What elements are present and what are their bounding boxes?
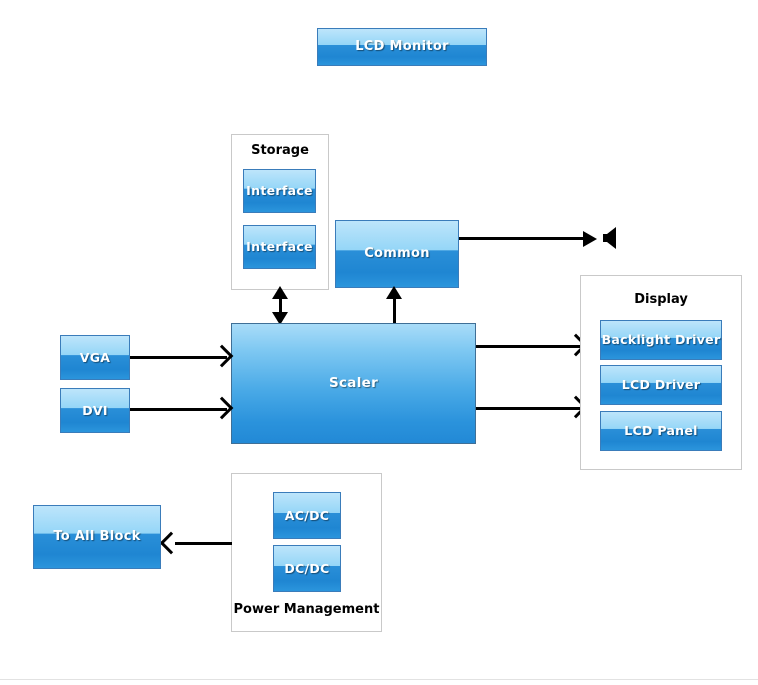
storage-interface-block-1[interactable]: Interface: [243, 169, 316, 213]
power-management-group-title: Power Management: [233, 602, 380, 617]
dvi-to-scaler-arrowhead: [210, 396, 234, 420]
common-to-audio-arrowhead: [583, 231, 597, 247]
storage-interface-block-2[interactable]: Interface: [243, 225, 316, 269]
to-all-block[interactable]: To All Block: [33, 505, 161, 569]
ac-dc-block[interactable]: AC/DC: [273, 492, 341, 539]
storage-interface-label-2: Interface: [246, 239, 313, 254]
to-all-block-label: To All Block: [53, 528, 141, 544]
common-block[interactable]: Common: [335, 220, 459, 288]
lcd-driver-label: LCD Driver: [621, 377, 701, 392]
lcd-driver-block[interactable]: LCD Driver: [600, 365, 722, 405]
common-to-audio-line: [459, 237, 587, 240]
vga-to-scaler-line: [130, 356, 227, 359]
storage-scaler-arrowhead-up: [272, 286, 288, 299]
common-label: Common: [364, 245, 430, 261]
vga-input-block[interactable]: VGA: [60, 335, 130, 380]
power-to-all-block-line: [175, 542, 232, 545]
power-to-all-block-arrowhead: [159, 531, 183, 555]
scaler-label: Scaler: [328, 374, 379, 391]
lcd-monitor-block[interactable]: LCD Monitor: [317, 28, 487, 66]
display-group-title: Display: [634, 292, 688, 307]
dc-dc-label: DC/DC: [284, 560, 330, 576]
speaker-icon: [602, 224, 620, 252]
ac-dc-label: AC/DC: [284, 507, 330, 523]
storage-scaler-line: [279, 292, 282, 322]
dvi-label: DVI: [82, 402, 108, 418]
dvi-input-block[interactable]: DVI: [60, 388, 130, 433]
backlight-driver-block[interactable]: Backlight Driver: [600, 320, 722, 360]
scaler-to-common-arrowhead: [386, 286, 402, 299]
scaler-to-backlight-line: [476, 345, 580, 348]
vga-label: VGA: [79, 349, 111, 365]
dvi-to-scaler-line: [130, 408, 227, 411]
storage-interface-label-1: Interface: [246, 183, 313, 198]
storage-scaler-arrowhead-down: [272, 312, 288, 325]
storage-group-title: Storage: [251, 143, 309, 158]
scaler-to-common-line: [393, 292, 396, 324]
lcd-monitor-label: LCD Monitor: [355, 38, 449, 54]
scaler-block[interactable]: Scaler: [231, 323, 476, 444]
lcd-panel-block[interactable]: LCD Panel: [600, 411, 722, 451]
scaler-to-panel-line: [476, 407, 580, 410]
dc-dc-block[interactable]: DC/DC: [273, 545, 341, 592]
vga-to-scaler-arrowhead: [210, 344, 234, 368]
lcd-panel-label: LCD Panel: [624, 423, 698, 438]
backlight-driver-label: Backlight Driver: [601, 332, 721, 347]
footer-divider: [0, 679, 758, 680]
